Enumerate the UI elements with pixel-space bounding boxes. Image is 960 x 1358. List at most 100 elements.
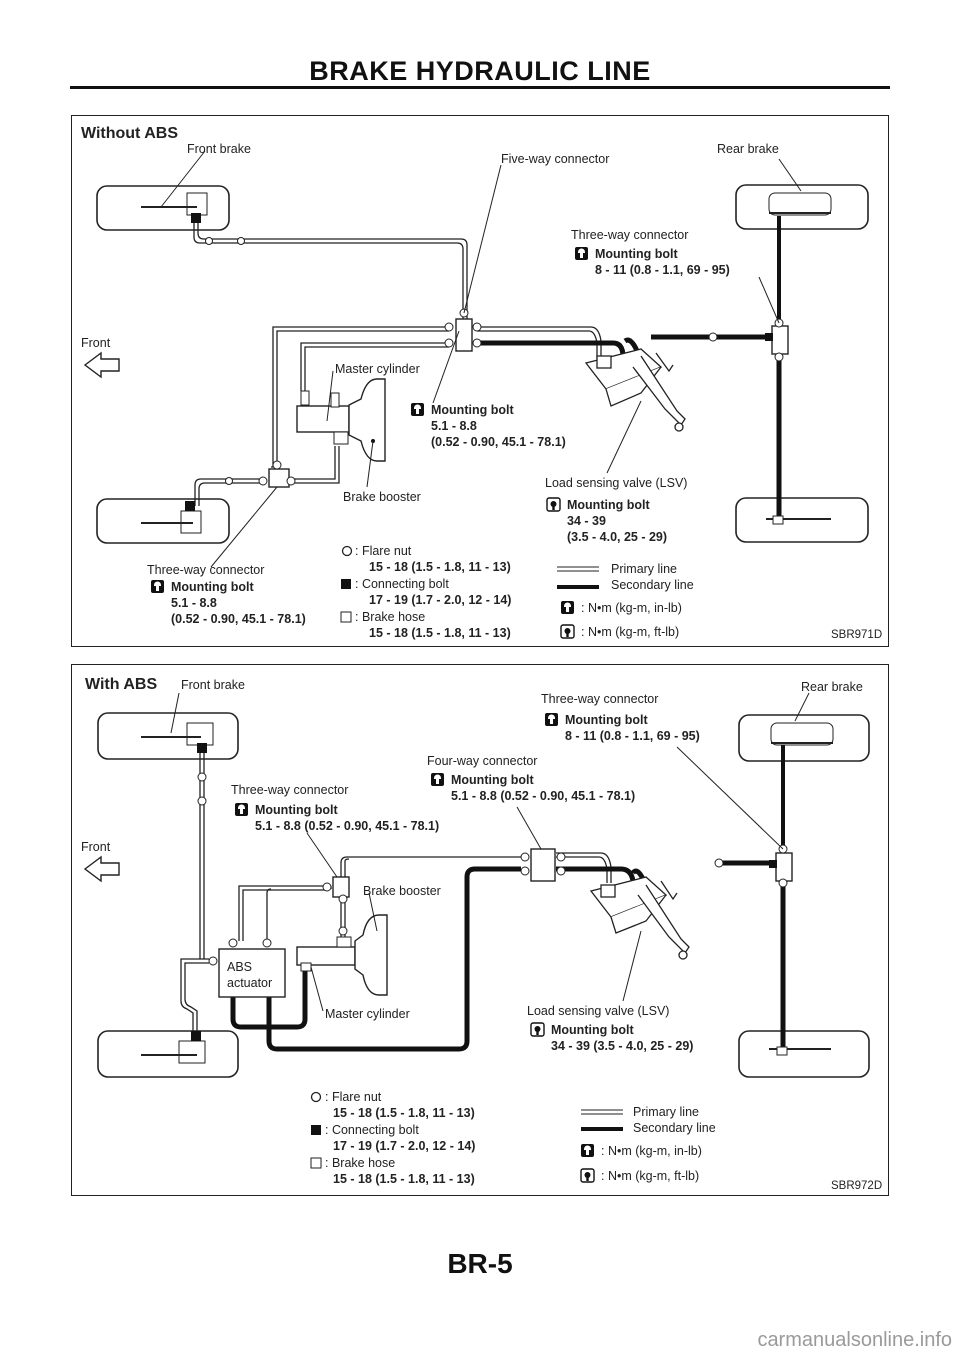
brake-booster-label: Brake booster (363, 884, 441, 898)
four-way-connector (520, 848, 566, 882)
with-abs-panel: With ABS Front brake Rear brake Three-wa… (71, 664, 889, 1196)
legend: : Flare nut 15 - 18 (1.5 - 1.8, 11 - 13)… (340, 544, 694, 640)
brake-booster (348, 378, 386, 462)
heading: Without ABS (81, 125, 178, 142)
front-bolt-label: Mounting bolt (171, 580, 254, 594)
front-three-way-label: Three-way connector (231, 783, 348, 797)
rear-bolt-label: Mounting bolt (565, 713, 648, 727)
leader-lines (170, 692, 810, 1012)
front-bolt-line2: (0.52 - 0.90, 45.1 - 78.1) (171, 612, 306, 626)
legend-connecting-bolt: : Connecting bolt (325, 1123, 419, 1137)
legend-flare-nut: : Flare nut (355, 544, 412, 558)
legend-brake-hose: : Brake hose (325, 1156, 395, 1170)
center-bolt-line1: 5.1 - 8.8 (431, 419, 477, 433)
connecting-bolt-icon (311, 1125, 321, 1135)
page-number: BR-5 (447, 1248, 513, 1279)
master-cylinder (296, 936, 356, 972)
rear-three-way-connector (714, 844, 793, 888)
flare-nut-icon (341, 545, 353, 557)
front-three-way-label: Three-way connector (147, 563, 264, 577)
lsv-label: Load sensing valve (LSV) (527, 1004, 669, 1018)
master-cylinder-label: Master cylinder (325, 1007, 410, 1021)
legend-brake-hose: : Brake hose (355, 610, 425, 624)
front-bolt-line1: 5.1 - 8.8 (171, 596, 217, 610)
abs-actuator-label-2: actuator (227, 976, 272, 990)
five-way-connector (444, 308, 482, 352)
front-three-way-connector (225, 460, 296, 488)
front-brake-label: Front brake (187, 142, 251, 156)
legend-unit-in-lb: : N•m (kg-m, in-lb) (581, 601, 682, 615)
front-three-way-connector (322, 876, 350, 904)
lsv-label: Load sensing valve (LSV) (545, 476, 687, 490)
connecting-bolt-icon (341, 579, 351, 589)
front-arrow-icon (83, 351, 120, 379)
four-way-bolt-label: Mounting bolt (451, 773, 534, 787)
without-abs-diagram: Without ABS Front brake Five-way connect… (81, 125, 882, 641)
front-arrow-icon (83, 855, 120, 883)
lsv-bolt-label: Mounting bolt (567, 498, 650, 512)
rear-three-way-label: Three-way connector (541, 692, 658, 706)
heading: With ABS (85, 676, 157, 693)
front-bolt-torque: 5.1 - 8.8 (0.52 - 0.90, 45.1 - 78.1) (255, 819, 439, 833)
legend-connecting-bolt-torque: 17 - 19 (1.7 - 2.0, 12 - 14) (369, 593, 511, 607)
legend-primary-line: Primary line (611, 562, 677, 576)
master-cylinder (296, 390, 350, 445)
lsv-bolt-line2: (3.5 - 4.0, 25 - 29) (567, 530, 667, 544)
brake-booster (354, 914, 388, 996)
front-label: Front (81, 840, 111, 854)
abs-actuator-label-1: ABS (227, 960, 252, 974)
title-rule (70, 86, 890, 89)
center-bolt-label: Mounting bolt (431, 403, 514, 417)
rear-brake-label: Rear brake (801, 680, 863, 694)
with-abs-diagram: With ABS Front brake Rear brake Three-wa… (81, 676, 882, 1192)
front-right-wheel (96, 498, 230, 544)
legend-primary-line: Primary line (633, 1105, 699, 1119)
brake-booster-label: Brake booster (343, 490, 421, 504)
lsv-bolt-line1: 34 - 39 (567, 514, 606, 528)
legend-flare-nut: : Flare nut (325, 1090, 382, 1104)
front-left-wheel (97, 712, 239, 760)
brake-hose-icon (340, 611, 352, 623)
legend-connecting-bolt: : Connecting bolt (355, 577, 449, 591)
figure-code: SBR971D (831, 629, 882, 641)
rear-bolt-torque: 8 - 11 (0.8 - 1.1, 69 - 95) (595, 263, 730, 277)
rear-three-way-connector (708, 318, 789, 362)
abs-actuator (208, 938, 286, 998)
rear-right-wheel (738, 1030, 870, 1078)
front-left-wheel (96, 185, 230, 231)
legend-brake-hose-torque: 15 - 18 (1.5 - 1.8, 11 - 13) (369, 626, 511, 640)
flare-nut-icon (310, 1091, 322, 1103)
legend-secondary-line: Secondary line (633, 1121, 716, 1135)
legend: : Flare nut 15 - 18 (1.5 - 1.8, 11 - 13)… (310, 1090, 716, 1186)
leader-lines (160, 150, 802, 568)
primary-lines (193, 216, 602, 506)
watermark: carmanualsonline.info (757, 1329, 952, 1351)
four-way-label: Four-way connector (427, 754, 537, 768)
legend-flare-nut-torque: 15 - 18 (1.5 - 1.8, 11 - 13) (369, 560, 511, 574)
master-cylinder-label: Master cylinder (335, 362, 420, 376)
four-way-bolt-torque: 5.1 - 8.8 (0.52 - 0.90, 45.1 - 78.1) (451, 789, 635, 803)
rear-brake-label: Rear brake (717, 142, 779, 156)
figure-code: SBR972D (831, 1180, 882, 1192)
legend-unit-ft-lb: : N•m (kg-m, ft-lb) (601, 1169, 699, 1183)
rear-left-wheel (738, 714, 870, 762)
front-brake-label: Front brake (181, 678, 245, 692)
brake-hose-icon (310, 1157, 322, 1169)
rear-left-wheel (735, 184, 869, 230)
legend-flare-nut-torque: 15 - 18 (1.5 - 1.8, 11 - 13) (333, 1106, 475, 1120)
lsv-bolt-torque: 34 - 39 (3.5 - 4.0, 25 - 29) (551, 1039, 693, 1053)
legend-unit-in-lb: : N•m (kg-m, in-lb) (601, 1144, 702, 1158)
center-bolt-line2: (0.52 - 0.90, 45.1 - 78.1) (431, 435, 566, 449)
load-sensing-valve (584, 348, 686, 432)
legend-connecting-bolt-torque: 17 - 19 (1.7 - 2.0, 12 - 14) (333, 1139, 475, 1153)
rear-three-way-label: Three-way connector (571, 228, 688, 242)
rear-bolt-torque: 8 - 11 (0.8 - 1.1, 69 - 95) (565, 729, 700, 743)
rear-bolt-label: Mounting bolt (595, 247, 678, 261)
five-way-label: Five-way connector (501, 152, 609, 166)
front-right-wheel (97, 1030, 239, 1078)
legend-secondary-line: Secondary line (611, 578, 694, 592)
legend-unit-ft-lb: : N•m (kg-m, ft-lb) (581, 625, 679, 639)
front-bolt-label: Mounting bolt (255, 803, 338, 817)
lsv-bolt-label: Mounting bolt (551, 1023, 634, 1037)
page-title: BRAKE HYDRAULIC LINE (309, 56, 651, 86)
